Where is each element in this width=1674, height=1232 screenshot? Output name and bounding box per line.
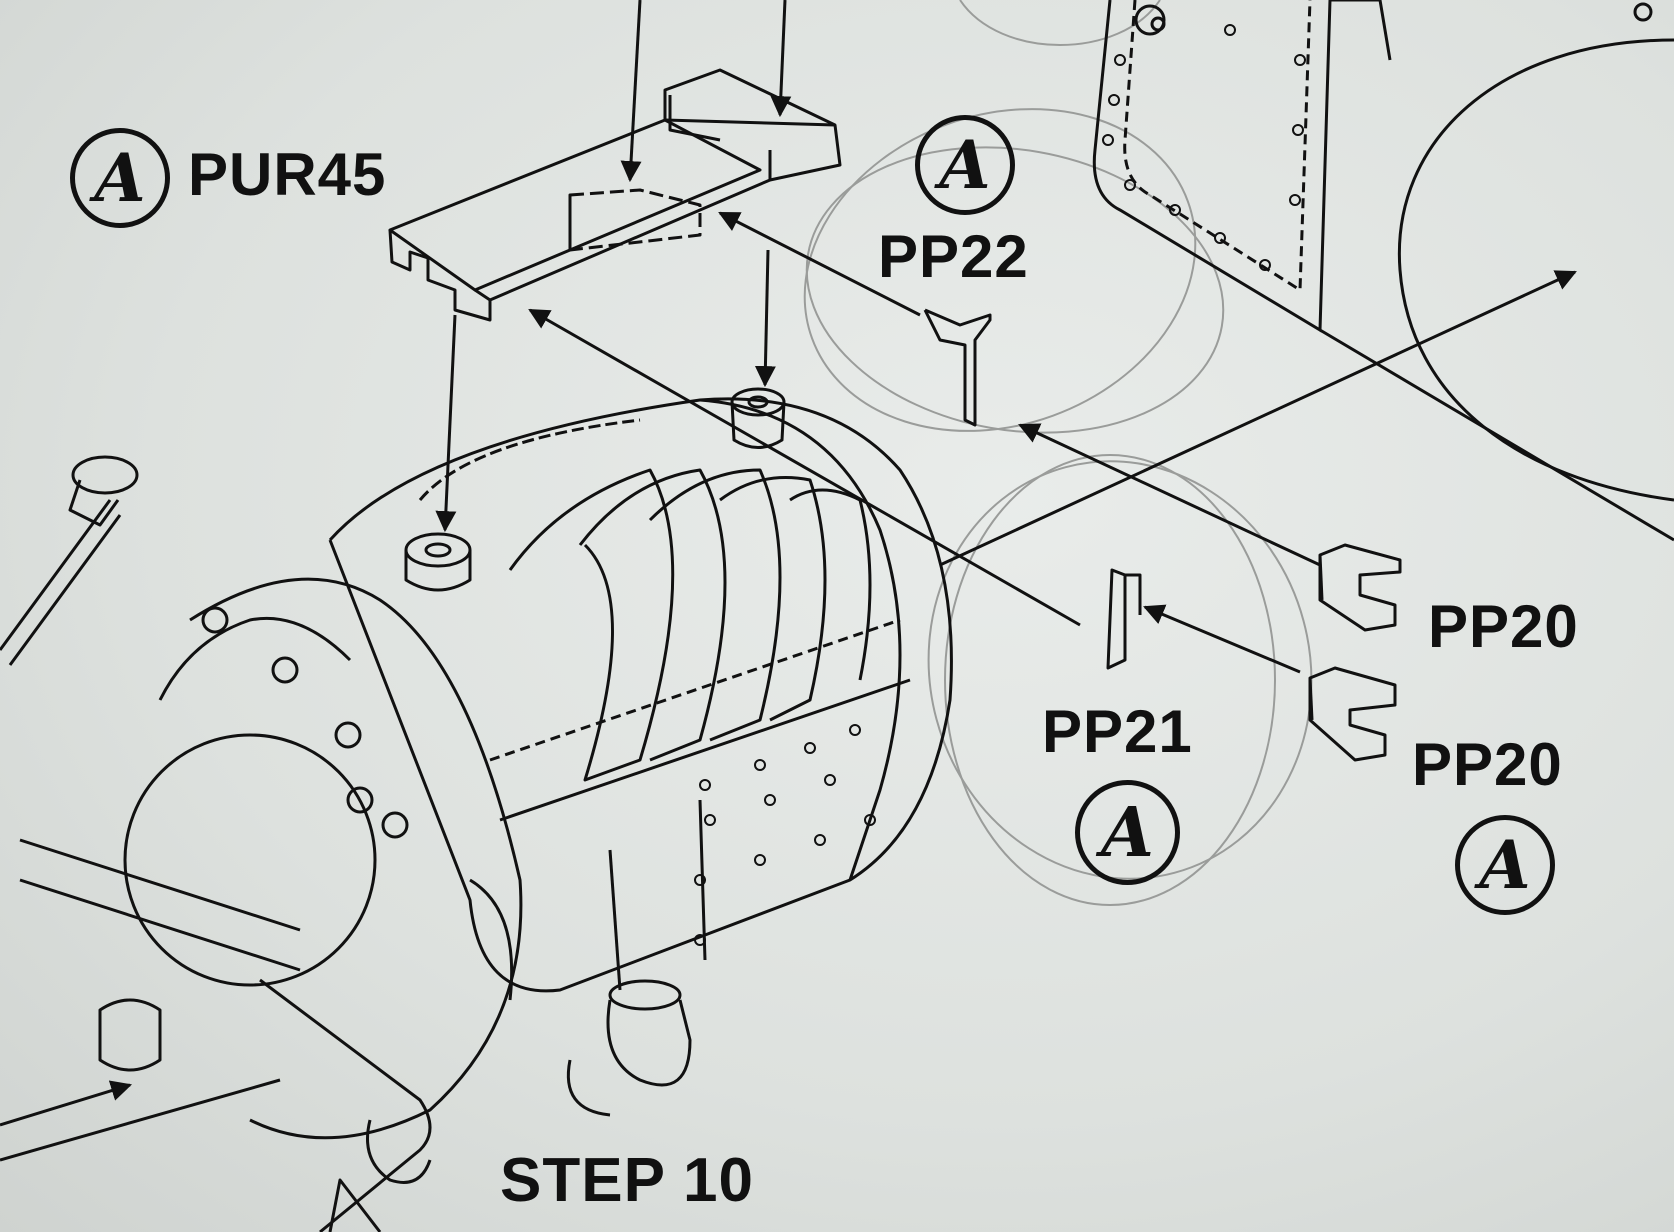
pur45-part [388,68,842,322]
part-label-pp20-upper: PP20 [1428,593,1579,660]
pp20-lower-part [1308,666,1397,762]
step-title: STEP 10 [500,1146,755,1215]
pp21-part [1106,568,1142,670]
part-label-pp21: PP21 [1042,698,1193,765]
body-rivets [694,724,876,946]
sprue-a-marker: A [915,115,1015,215]
pp20-upper-part [1318,543,1402,632]
sprue-a-marker: A [1455,815,1555,915]
alignment-line [939,270,1577,567]
pencil-circle [959,0,1161,46]
ribs [508,468,872,782]
dipstick [0,499,122,666]
firewall-panel [1092,0,1674,542]
front-cover [123,733,377,987]
sprue-a-marker: A [1075,780,1180,885]
linkage [259,978,432,1232]
supercharger-body [0,387,953,1232]
pp22-part [923,308,992,427]
pencil-circle [944,454,1276,906]
part-label-pp20-lower: PP20 [1412,731,1563,798]
outlet-elbow [606,999,692,1087]
boss-top-left [404,532,472,568]
sprue-a-marker: A [70,128,170,228]
panel-bolts [1102,24,1306,271]
part-label-pp22: PP22 [878,223,1029,290]
front-bolts [201,606,409,839]
pencil-circle [805,146,1225,434]
pencil-circle [927,460,1313,880]
assembly-arrows [0,0,1321,1127]
part-label-pur45: PUR45 [188,141,387,208]
flywheel-outline [1397,38,1674,502]
pencil-marks [803,0,1313,906]
